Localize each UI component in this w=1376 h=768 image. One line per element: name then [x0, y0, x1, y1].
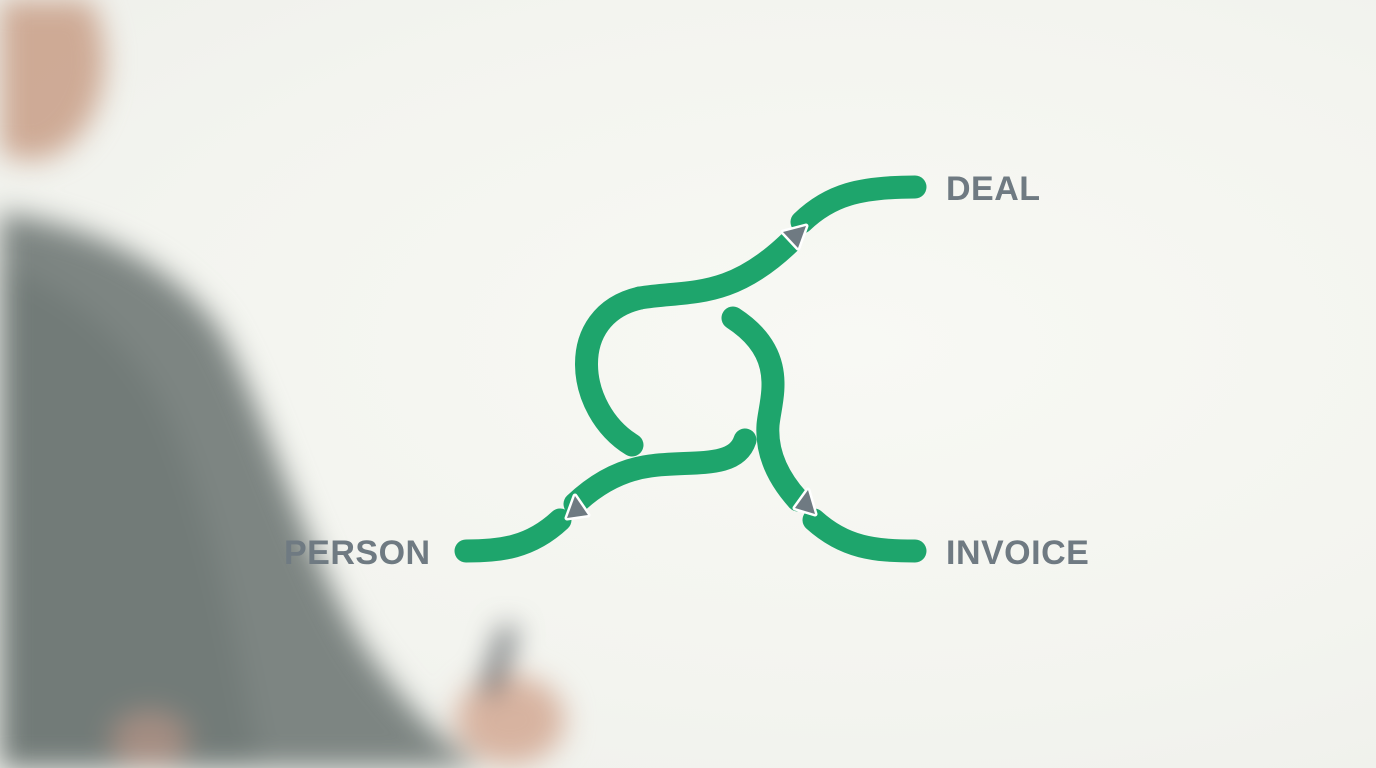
connector-person-lower	[454, 508, 572, 563]
connector-loop	[575, 286, 652, 457]
node-label-invoice: INVOICE	[946, 534, 1090, 572]
connector-invoice-upper	[721, 306, 810, 512]
arrowhead-deal	[783, 226, 806, 248]
connector-person-upper	[563, 428, 757, 516]
arrowhead-invoice	[795, 490, 815, 514]
node-label-deal: DEAL	[946, 170, 1041, 208]
arrowhead-person	[567, 496, 588, 518]
connector-deal-lower	[628, 230, 802, 310]
node-label-person: PERSON	[284, 534, 431, 572]
connector-invoice-lower	[802, 508, 927, 563]
connector-deal-upper	[790, 175, 927, 234]
